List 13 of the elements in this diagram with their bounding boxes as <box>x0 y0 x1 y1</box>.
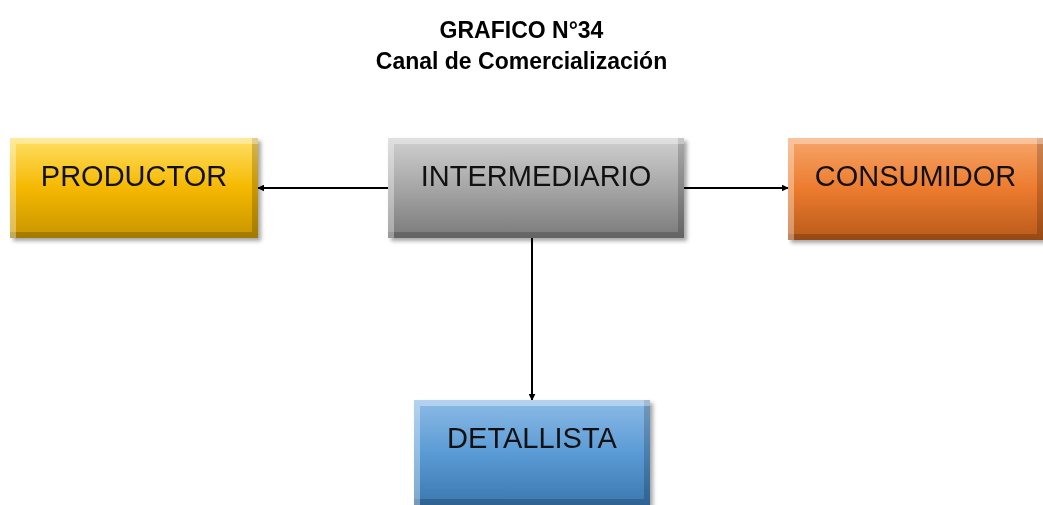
box-label: INTERMEDIARIO <box>420 160 652 193</box>
arrow <box>528 237 536 401</box>
diagram-title: GRAFICO N°34 <box>438 17 605 44</box>
arrow <box>683 184 789 192</box>
diagram-subtitle: Canal de Comercialización <box>374 48 669 75</box>
box-label: DETALLISTA <box>447 422 617 455</box>
beveled-box <box>414 400 650 505</box>
beveled-box <box>388 138 684 238</box>
beveled-box <box>10 138 258 238</box>
beveled-box <box>788 138 1043 240</box>
arrow <box>257 184 389 192</box>
box-label: PRODUCTOR <box>40 160 228 193</box>
box-label: CONSUMIDOR <box>814 160 1017 193</box>
